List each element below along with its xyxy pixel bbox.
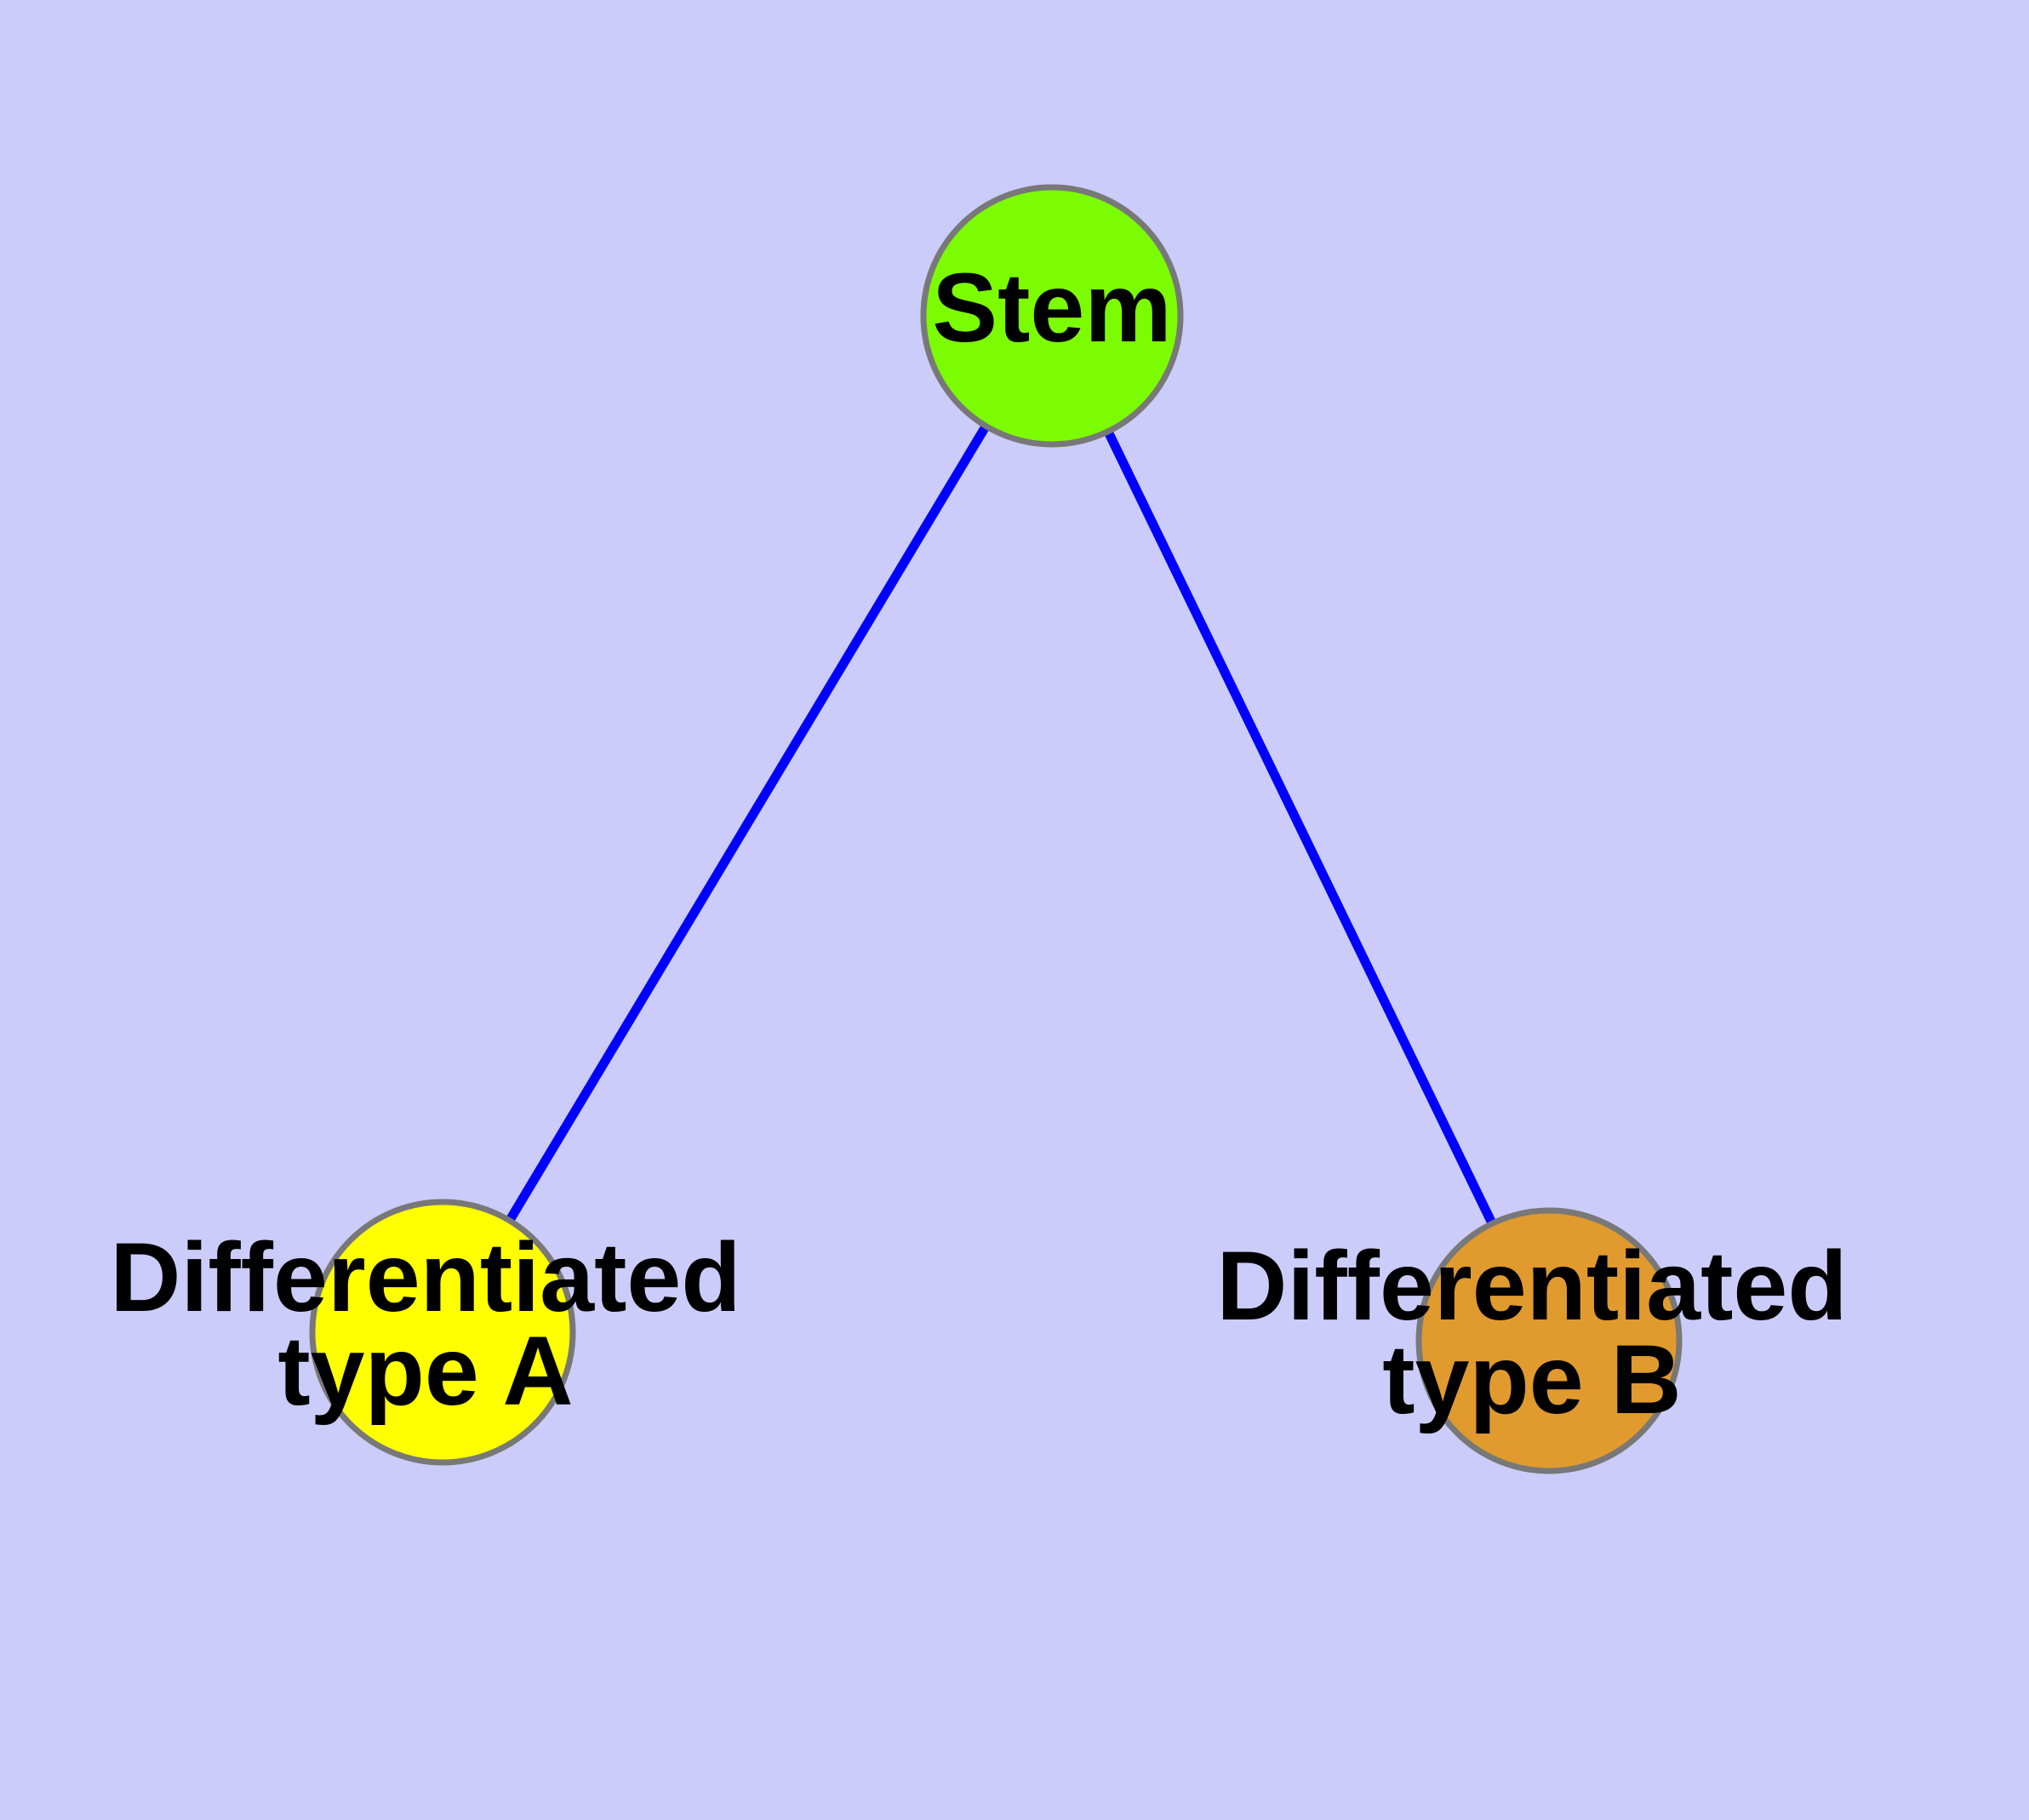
node-label-stem: Stem xyxy=(932,254,1171,363)
node-stem[interactable] xyxy=(920,184,1184,448)
node-label-line: type A xyxy=(277,1318,573,1427)
edge-stem-to-diff-a xyxy=(438,313,1056,1335)
node-label-line: Differentiated xyxy=(110,1223,740,1332)
node-label-line: type B xyxy=(1382,1326,1681,1435)
edge-stem-to-diff-b xyxy=(1048,313,1553,1343)
node-diff-a[interactable] xyxy=(309,1199,576,1466)
nodes-layer xyxy=(309,184,1683,1474)
node-label-line: Stem xyxy=(932,254,1171,363)
node-diff-b[interactable] xyxy=(1415,1207,1683,1474)
edges-layer xyxy=(438,313,1553,1343)
node-label-line: Differentiated xyxy=(1216,1232,1847,1341)
